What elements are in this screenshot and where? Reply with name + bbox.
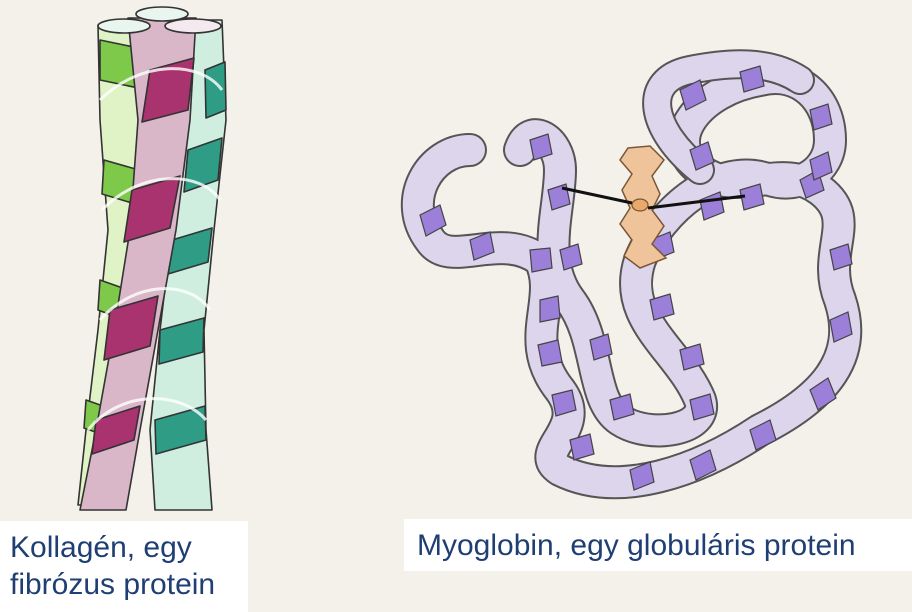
myoglobin-ribbon (400, 49, 863, 500)
heme-connection-lines (561, 186, 746, 210)
collagen-top-opening (135, 6, 189, 22)
myoglobin-caption-box (404, 519, 912, 571)
myoglobin-helix-turns (419, 65, 853, 491)
collagen-caption-line1: Kollagén, egy (10, 531, 192, 564)
collagen-spiral-lines (86, 67, 224, 431)
heme-iron (631, 198, 649, 212)
collagen-top-opening (164, 18, 222, 34)
myoglobin-structure (400, 49, 863, 500)
collagen-teal-bands (154, 61, 227, 455)
collagen-top-opening (97, 18, 151, 34)
collagen-triple-helix (77, 6, 227, 511)
collagen-magenta-bands (91, 57, 195, 455)
collagen-caption-line2: fibrózus protein (10, 568, 216, 601)
myoglobin-caption: Myoglobin, egy globuláris protein (417, 529, 856, 562)
collagen-caption-box (0, 521, 248, 612)
